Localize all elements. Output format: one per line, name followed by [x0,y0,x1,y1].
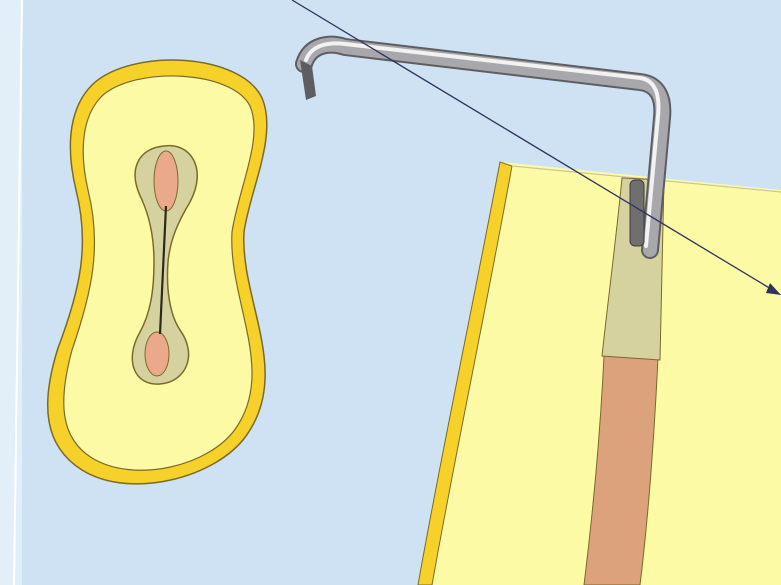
tissue-longitudinal-section [418,162,781,585]
hair-papilla-bottom [145,332,169,376]
instrument-tip [300,60,316,100]
instrument-inner-slot [630,180,644,246]
hair-papilla-top [154,151,178,211]
tissue-cross-section [48,60,267,484]
